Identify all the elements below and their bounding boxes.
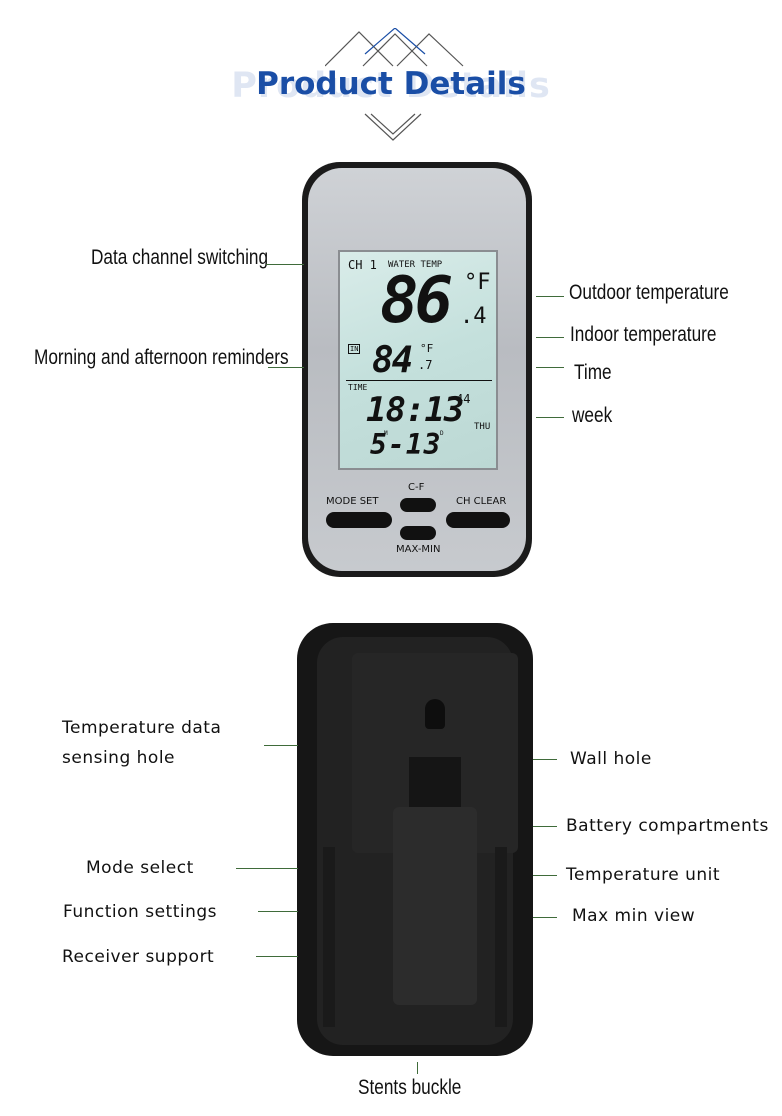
lcd-month-marker: M bbox=[384, 430, 388, 437]
stand-left-rail bbox=[323, 847, 335, 1027]
leader-outdoor-temp bbox=[536, 296, 564, 297]
lcd-time-value: 18:13 bbox=[366, 390, 464, 430]
label-data-channel: Data channel switching bbox=[91, 246, 269, 269]
label-reminders: Morning and afternoon reminders bbox=[34, 346, 289, 369]
page-title-shadow: Product Details bbox=[231, 66, 551, 106]
thermometer-back bbox=[297, 623, 533, 1056]
label-temp-unit: Temperature unit bbox=[566, 865, 721, 885]
thermometer-front: CH 1 WATER TEMP 86 °F .4 IN 84 °F .7 TIM… bbox=[302, 162, 532, 577]
label-sensing-hole-2: sensing hole bbox=[62, 748, 175, 768]
lcd-indoor-unit: °F bbox=[420, 342, 434, 355]
leader-sensing-hole bbox=[264, 745, 298, 746]
mode-set-label: MODE SET bbox=[326, 496, 379, 507]
lcd-water-temp-label: WATER TEMP bbox=[388, 260, 443, 270]
c-f-button[interactable] bbox=[400, 498, 436, 512]
leader-mode-select bbox=[236, 868, 298, 869]
lcd-date-value: 5-13 bbox=[370, 428, 442, 461]
c-f-label: C-F bbox=[408, 482, 425, 493]
leader-max-min-view bbox=[533, 917, 557, 918]
leader-wall-hole bbox=[533, 759, 557, 760]
lcd-outdoor-unit: °F bbox=[464, 270, 491, 295]
back-inner-panel bbox=[317, 637, 518, 1045]
battery-compartment bbox=[393, 807, 477, 1005]
leader-time bbox=[536, 367, 564, 368]
lcd-divider bbox=[346, 380, 492, 381]
leader-reminders bbox=[268, 367, 304, 368]
lcd-outdoor-decimal: .4 bbox=[460, 304, 487, 329]
leader-temp-unit bbox=[533, 875, 557, 876]
wall-hole-icon bbox=[425, 699, 445, 729]
stand-right-rail bbox=[495, 847, 507, 1027]
ch-clear-label: CH CLEAR bbox=[456, 496, 507, 507]
lcd-channel: CH 1 bbox=[348, 258, 377, 272]
lcd-indoor-value: 84 bbox=[372, 340, 413, 381]
lcd-screen: CH 1 WATER TEMP 86 °F .4 IN 84 °F .7 TIM… bbox=[338, 250, 498, 470]
lcd-indoor-icon: IN bbox=[348, 344, 361, 354]
lcd-seconds: 44 bbox=[456, 392, 471, 406]
lcd-indoor-decimal: .7 bbox=[418, 358, 433, 372]
max-min-button[interactable] bbox=[400, 526, 436, 540]
header-chevrons-top-icon bbox=[325, 28, 464, 67]
label-max-min-view: Max min view bbox=[572, 906, 696, 926]
lcd-day-marker: D bbox=[440, 430, 444, 437]
label-function-settings: Function settings bbox=[63, 902, 218, 922]
lcd-outdoor-value: 86 bbox=[380, 264, 453, 338]
stand-clip bbox=[409, 757, 461, 807]
label-sensing-hole-1: Temperature data bbox=[62, 718, 222, 738]
header-chevron-down-icon bbox=[364, 113, 422, 141]
page-title: Product Details bbox=[256, 66, 526, 102]
leader-data-channel bbox=[266, 264, 304, 265]
label-wall-hole: Wall hole bbox=[570, 749, 652, 769]
ch-clear-button[interactable] bbox=[446, 512, 510, 528]
label-time: Time bbox=[574, 361, 612, 384]
label-receiver-support: Receiver support bbox=[62, 947, 215, 967]
device-face: CH 1 WATER TEMP 86 °F .4 IN 84 °F .7 TIM… bbox=[308, 168, 526, 571]
label-battery: Battery compartments bbox=[566, 816, 769, 836]
leader-battery bbox=[533, 826, 557, 827]
lcd-weekday: THU bbox=[474, 422, 491, 432]
leader-function-settings bbox=[258, 911, 298, 912]
label-outdoor-temp: Outdoor temperature bbox=[569, 281, 729, 304]
lcd-time-label: TIME bbox=[348, 383, 368, 392]
leader-week bbox=[536, 417, 564, 418]
leader-receiver-support bbox=[256, 956, 298, 957]
label-week: week bbox=[572, 404, 613, 427]
label-mode-select: Mode select bbox=[86, 858, 194, 878]
leader-indoor-temp bbox=[536, 337, 564, 338]
label-indoor-temp: Indoor temperature bbox=[570, 323, 717, 346]
leader-stents-buckle bbox=[417, 1062, 418, 1074]
max-min-label: MAX-MIN bbox=[396, 544, 441, 555]
mode-set-button[interactable] bbox=[326, 512, 392, 528]
label-stents-buckle: Stents buckle bbox=[358, 1076, 462, 1099]
